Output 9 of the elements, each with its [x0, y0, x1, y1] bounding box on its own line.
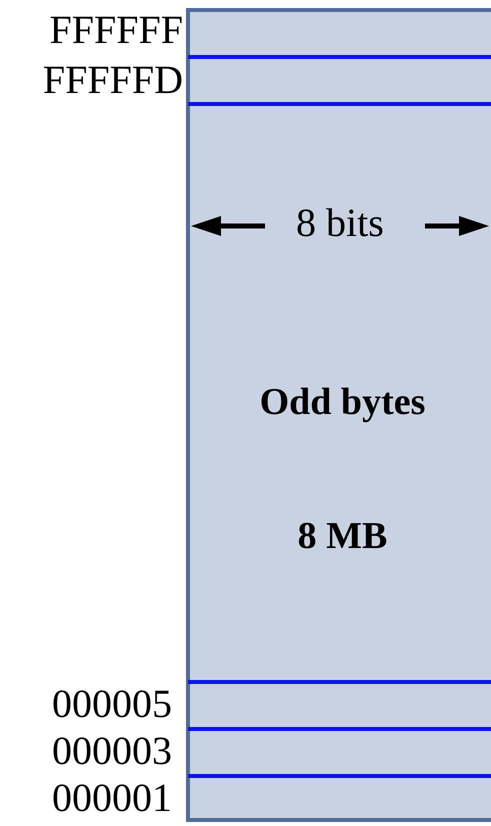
address-label: 000005 — [52, 682, 172, 726]
address-label: 000001 — [52, 776, 172, 820]
address-label: 000003 — [52, 729, 172, 773]
memory-column — [186, 8, 491, 822]
width-label: 8 bits — [296, 200, 384, 246]
region-size: 8 MB — [296, 514, 388, 558]
region-title: Odd bytes — [258, 380, 426, 424]
address-label: FFFFFF — [50, 8, 183, 52]
address-label: FFFFFD — [42, 58, 183, 102]
